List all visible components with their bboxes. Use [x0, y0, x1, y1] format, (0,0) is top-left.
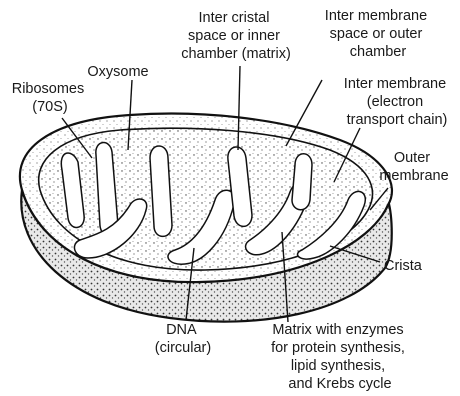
- label-oxysome-line-1: Oxysome: [87, 64, 148, 80]
- label-ribosomes-line-1: Ribosomes: [12, 81, 85, 97]
- label-inter-cristal-line-2: space or inner: [188, 28, 280, 44]
- label-inter-cristal-line-1: Inter cristal: [199, 10, 270, 26]
- label-inter-membrane-etc-line-1: Inter membrane: [344, 76, 446, 92]
- label-matrix-line-3: lipid synthesis,: [291, 358, 385, 374]
- label-outer-membrane-line-1: Outer: [394, 150, 430, 166]
- label-crista: Crista: [384, 258, 423, 274]
- label-dna-line-2: (circular): [155, 340, 211, 356]
- label-inter-membrane-space: Inter membrane space or outer chamber: [325, 8, 431, 60]
- crista-4: [150, 146, 172, 236]
- label-matrix-line-2: for protein synthesis,: [271, 340, 405, 356]
- label-inter-cristal-line-3: chamber (matrix): [181, 46, 291, 62]
- label-matrix: Matrix with enzymes for protein synthesi…: [271, 322, 409, 392]
- label-dna: DNA (circular): [155, 322, 211, 356]
- label-oxysome: Oxysome: [87, 64, 148, 80]
- label-crista-line-1: Crista: [384, 258, 423, 274]
- label-inter-cristal: Inter cristal space or inner chamber (ma…: [181, 10, 291, 62]
- label-inter-membrane-etc-line-3: transport chain): [347, 112, 448, 128]
- label-inter-membrane-etc: Inter membrane (electron transport chain…: [344, 76, 450, 128]
- label-inter-membrane-etc-line-2: (electron: [367, 94, 423, 110]
- label-ribosomes: Ribosomes (70S): [12, 81, 89, 115]
- label-inter-membrane-space-line-1: Inter membrane: [325, 8, 427, 24]
- label-outer-membrane: Outer membrane: [379, 150, 448, 184]
- label-outer-membrane-line-2: membrane: [379, 168, 448, 184]
- label-dna-line-1: DNA: [166, 322, 197, 338]
- label-ribosomes-line-2: (70S): [32, 99, 67, 115]
- label-matrix-line-4: and Krebs cycle: [288, 376, 391, 392]
- crista-8: [292, 154, 312, 210]
- label-inter-membrane-space-line-2: space or outer: [330, 26, 423, 42]
- label-inter-membrane-space-line-3: chamber: [350, 44, 407, 60]
- label-matrix-line-1: Matrix with enzymes: [272, 322, 403, 338]
